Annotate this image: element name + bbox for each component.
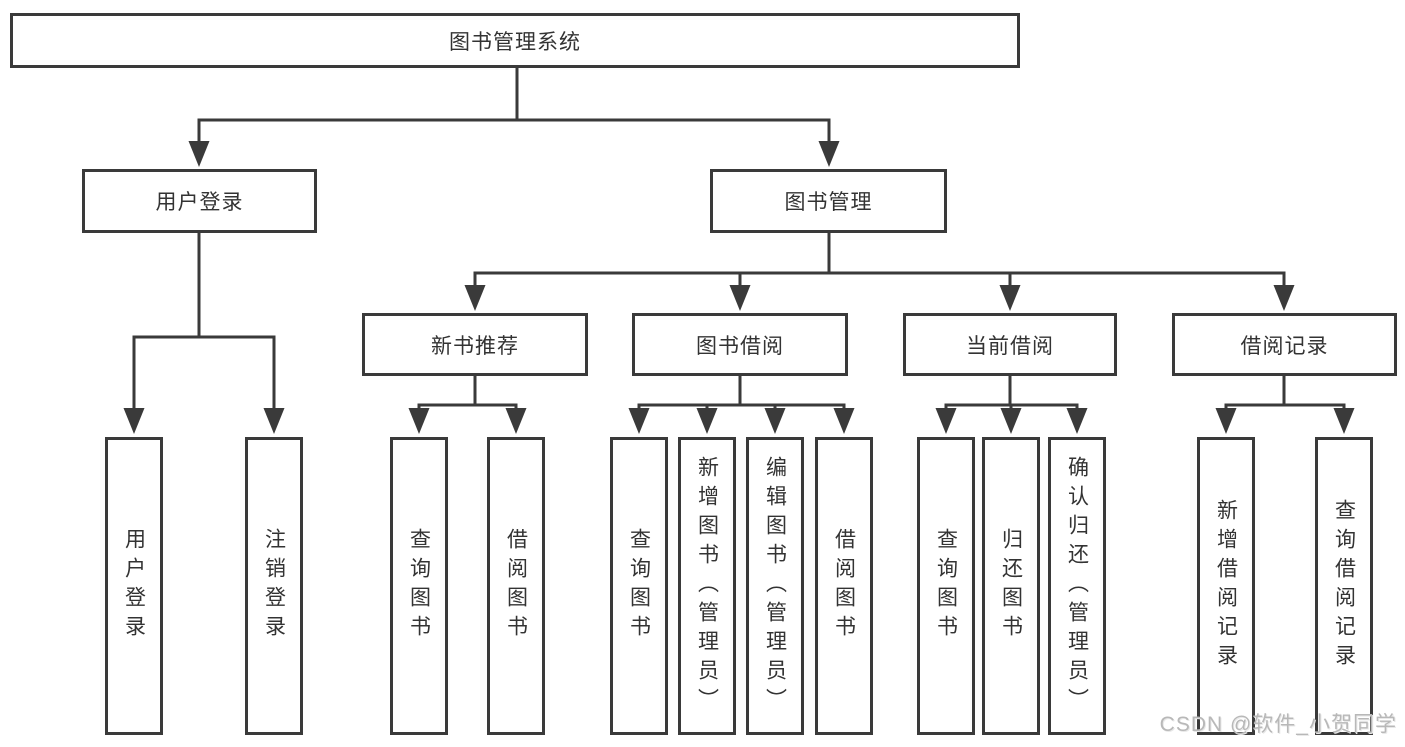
connector-new-book-recommend-to-leaves	[408, 375, 527, 434]
leaf-return-book: 归还图书	[982, 437, 1040, 735]
node-new-book-recommend-label: 新书推荐	[431, 334, 519, 358]
leaf-query-books-current-label: 查询图书	[934, 528, 958, 644]
leaf-query-books-borrowing-label: 查询图书	[627, 528, 651, 644]
leaf-query-books-borrowing: 查询图书	[610, 437, 668, 735]
leaf-borrow-books-recommend-label: 借阅图书	[504, 528, 528, 644]
node-current-borrowing: 当前借阅	[903, 313, 1117, 376]
node-new-book-recommend: 新书推荐	[362, 313, 588, 376]
leaf-confirm-return-admin-label: 确认归还（管理员）	[1065, 455, 1089, 717]
leaf-add-book-admin: 新增图书（管理员）	[678, 437, 736, 735]
leaf-add-book-admin-label: 新增图书（管理员）	[695, 455, 719, 717]
leaf-add-borrow-record-label: 新增借阅记录	[1214, 499, 1238, 673]
connector-root-to-level2	[188, 66, 840, 167]
leaf-user-login-label: 用户登录	[122, 528, 146, 644]
leaf-user-login: 用户登录	[105, 437, 163, 735]
connector-user-login-to-leaves	[123, 233, 285, 434]
leaf-borrow-books-recommend: 借阅图书	[487, 437, 545, 735]
connector-current-borrowing-to-leaves	[935, 375, 1088, 434]
node-borrowing-records: 借阅记录	[1172, 313, 1397, 376]
leaf-query-borrow-record-label: 查询借阅记录	[1332, 499, 1356, 673]
node-current-borrowing-label: 当前借阅	[966, 334, 1054, 358]
leaf-query-books-recommend: 查询图书	[390, 437, 448, 735]
leaf-logout: 注销登录	[245, 437, 303, 735]
leaf-edit-book-admin: 编辑图书（管理员）	[746, 437, 804, 735]
csdn-watermark: CSDN @软件_小贺同学	[1159, 713, 1397, 736]
node-book-management: 图书管理	[710, 169, 947, 233]
leaf-query-borrow-record: 查询借阅记录	[1315, 437, 1373, 735]
leaf-borrow-books-borrowing: 借阅图书	[815, 437, 873, 735]
leaf-query-books-current: 查询图书	[917, 437, 975, 735]
node-borrowing-records-label: 借阅记录	[1240, 334, 1329, 358]
connector-borrowing-records-to-leaves	[1215, 375, 1355, 434]
leaf-borrow-books-borrowing-label: 借阅图书	[832, 528, 856, 644]
leaf-confirm-return-admin: 确认归还（管理员）	[1048, 437, 1106, 735]
node-book-borrowing-label: 图书借阅	[696, 334, 784, 358]
leaf-edit-book-admin-label: 编辑图书（管理员）	[763, 455, 787, 717]
leaf-return-book-label: 归还图书	[999, 528, 1023, 644]
leaf-logout-label: 注销登录	[262, 528, 286, 644]
node-user-login-label: 用户登录	[155, 191, 244, 214]
node-user-login: 用户登录	[82, 169, 317, 233]
node-book-borrowing: 图书借阅	[632, 313, 848, 376]
connector-book-management-to-level3	[464, 233, 1295, 311]
connector-book-borrowing-to-leaves	[628, 375, 855, 434]
leaf-add-borrow-record: 新增借阅记录	[1197, 437, 1255, 735]
node-library-system: 图书管理系统	[10, 13, 1020, 68]
node-library-system-label: 图书管理系统	[449, 30, 581, 54]
node-book-management-label: 图书管理	[784, 191, 873, 214]
leaf-query-books-recommend-label: 查询图书	[407, 528, 431, 644]
